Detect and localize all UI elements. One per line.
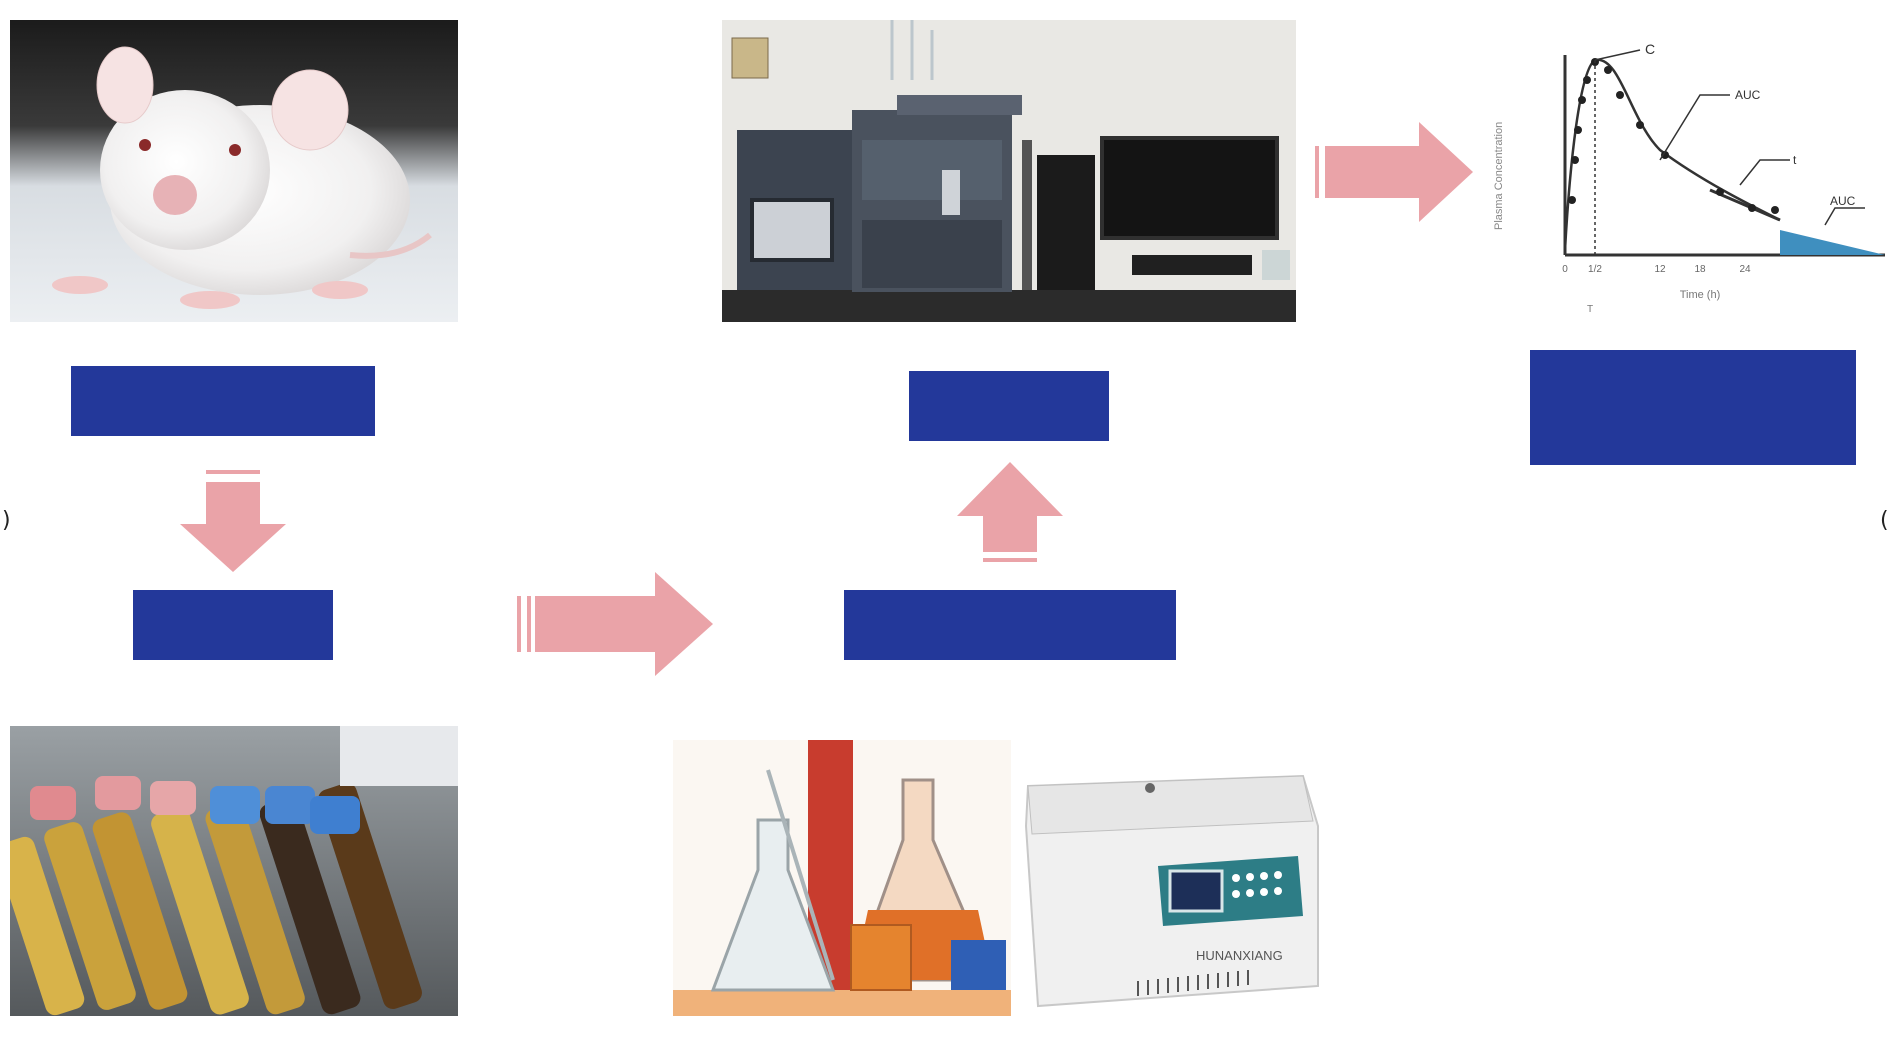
cmax-annotation: C xyxy=(1645,41,1655,57)
half-life-annotation: t xyxy=(1793,153,1797,167)
centrifuge-photo: HUNANXIANG xyxy=(1018,756,1328,1011)
centrifuge-brand: HUNANXIANG xyxy=(1196,948,1283,963)
blood-tubes-photo xyxy=(10,726,458,1016)
arrow-up xyxy=(955,460,1065,565)
auc-extrap-annotation: AUC xyxy=(1830,194,1856,208)
lab-glassware-photo xyxy=(673,740,1011,1016)
x-tick: 0 xyxy=(1562,264,1568,275)
step-box-sample-prep xyxy=(844,590,1176,660)
lcms-instrument-photo xyxy=(722,20,1296,322)
x-tick: 12 xyxy=(1654,264,1666,275)
tmax-label: T xyxy=(1587,304,1593,315)
step-box-pk-analysis xyxy=(1530,350,1856,465)
x-axis-label: Time (h) xyxy=(1680,289,1721,301)
arrow-right-middle xyxy=(515,570,715,678)
y-axis-label: Plasma Concentration xyxy=(1493,122,1505,230)
left-edge-mark: ) xyxy=(2,508,11,533)
right-edge-mark: ( xyxy=(1880,508,1889,533)
step-box-lcms xyxy=(909,371,1109,441)
arrow-right-top xyxy=(1313,120,1475,224)
x-tick: 24 xyxy=(1739,264,1751,275)
step-box-blood-collection xyxy=(133,590,333,660)
auc-annotation: AUC xyxy=(1735,88,1761,102)
mouse-photo xyxy=(10,20,458,322)
x-tick: 18 xyxy=(1694,264,1706,275)
x-tick: 1/2 xyxy=(1588,264,1602,275)
step-box-dosing xyxy=(71,366,375,436)
pk-curve-chart: C AUC t AUC 0 1/2 12 18 24 Time (h) T Pl… xyxy=(1490,40,1890,320)
arrow-down xyxy=(178,468,288,578)
